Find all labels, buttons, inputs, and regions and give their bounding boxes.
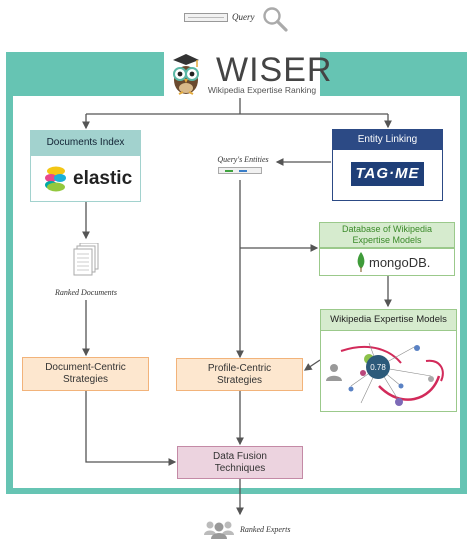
query-input[interactable] <box>184 13 228 22</box>
database-title: Database of Wikipedia Expertise Models <box>341 224 433 245</box>
documents-stack-icon <box>72 242 100 279</box>
query-label: Query <box>232 12 255 22</box>
expertise-center-value: 0.78 <box>370 363 386 372</box>
elastic-logo-icon <box>43 166 67 192</box>
expertise-graph: 0.78 <box>340 342 444 406</box>
app-title: WISER <box>216 51 333 89</box>
mongodb-leaf-icon <box>356 252 366 272</box>
tagme-logo: TAG·ME <box>351 162 424 186</box>
entity-chip-blue <box>239 170 247 172</box>
ranked-experts-label: Ranked Experts <box>240 525 291 534</box>
owl-icon <box>169 52 203 96</box>
entity-linking-body: TAG·ME <box>332 149 443 201</box>
mongodb-logo-text: mongoDB. <box>369 255 431 270</box>
expertise-models-header: Wikipedia Expertise Models <box>321 310 456 331</box>
elastic-logo-text: elastic <box>73 168 133 189</box>
entity-input-bar <box>218 167 262 174</box>
experts-group-icon <box>204 519 234 539</box>
database-header: Database of Wikipedia Expertise Models <box>319 222 455 248</box>
ranked-documents-label: Ranked Documents <box>55 288 117 297</box>
documents-index-header: Documents Index <box>30 130 141 155</box>
app-subtitle: Wikipedia Expertise Ranking <box>207 85 317 95</box>
search-icon[interactable] <box>262 6 288 32</box>
database-body: mongoDB. <box>319 248 455 276</box>
wiser-logo: WISER Wikipedia Expertise Ranking <box>164 50 331 98</box>
query-input-line <box>188 17 224 18</box>
documents-index-body: elastic <box>30 155 141 202</box>
user-icon <box>326 363 342 381</box>
profile-centric-box: Profile-Centric Strategies <box>176 358 303 391</box>
entity-chip-green <box>225 170 233 172</box>
expertise-models-panel: Wikipedia Expertise Models 0.78 <box>320 309 457 412</box>
document-centric-box: Document-Centric Strategies <box>22 357 149 391</box>
data-fusion-box: Data Fusion Techniques <box>177 446 303 479</box>
entity-linking-header: Entity Linking <box>332 129 443 149</box>
queries-entities-label: Query's Entities <box>217 155 269 164</box>
